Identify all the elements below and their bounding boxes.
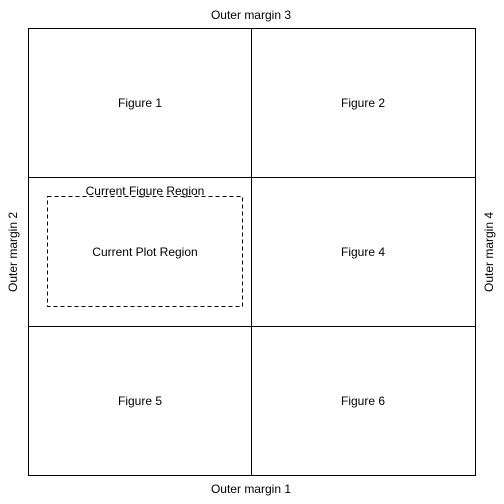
- outer-margin-4-label: Outer margin 4: [482, 212, 496, 292]
- figure-2-label: Figure 2: [341, 96, 385, 110]
- figure-1-label: Figure 1: [118, 96, 162, 110]
- current-plot-region-label: Current Plot Region: [92, 245, 197, 259]
- outer-margin-3-label: Outer margin 3: [211, 8, 291, 22]
- current-plot-region-box: [47, 196, 243, 307]
- figure-4-label: Figure 4: [341, 245, 385, 259]
- current-figure-region-label: Current Figure Region: [86, 184, 205, 198]
- figure-5-label: Figure 5: [118, 394, 162, 408]
- outer-margin-1-label: Outer margin 1: [211, 482, 291, 496]
- figure-6-label: Figure 6: [341, 394, 385, 408]
- outer-margin-2-label: Outer margin 2: [6, 212, 20, 292]
